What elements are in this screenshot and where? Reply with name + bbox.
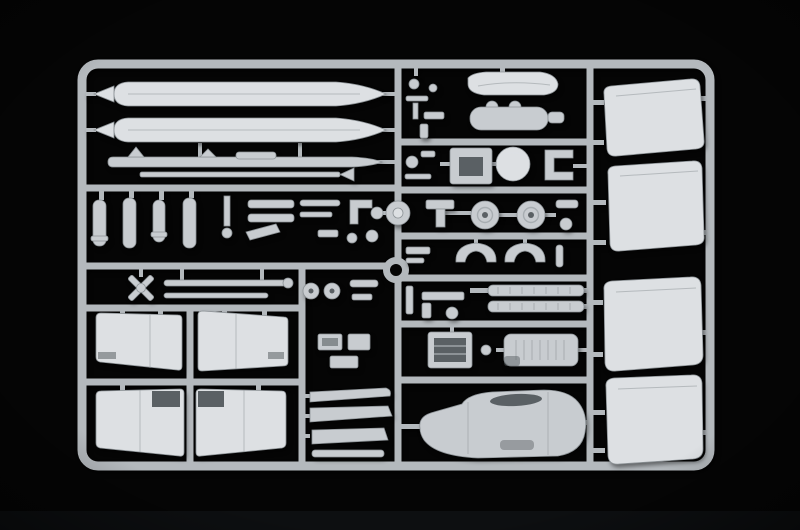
wing-slat-1 — [487, 284, 585, 297]
outer-wing-panel-4 — [605, 374, 704, 465]
wing-lower-left — [95, 388, 185, 457]
wing-upper-left — [95, 312, 183, 371]
wing-lower-right — [195, 388, 287, 457]
outer-wing-panel-1 — [603, 78, 705, 157]
wing-upper-right — [197, 310, 289, 372]
main-wheel-1 — [470, 200, 500, 230]
main-wheel-2 — [516, 200, 546, 230]
radome-dome — [495, 146, 531, 182]
pylon-2 — [122, 191, 137, 249]
drop-tank-2 — [86, 117, 387, 143]
outer-wing-panel-2 — [607, 160, 705, 252]
exhaust-section — [503, 333, 579, 367]
canopy — [467, 71, 559, 96]
windowed-box — [449, 147, 493, 185]
table-edge-strip — [0, 511, 800, 530]
pylon-4 — [182, 191, 197, 249]
spine-strip — [311, 449, 385, 458]
outer-wing-panel-3 — [603, 276, 704, 372]
locating-ring — [383, 257, 409, 283]
wing-slat-2 — [487, 300, 585, 313]
drop-tank-1 — [86, 81, 387, 107]
